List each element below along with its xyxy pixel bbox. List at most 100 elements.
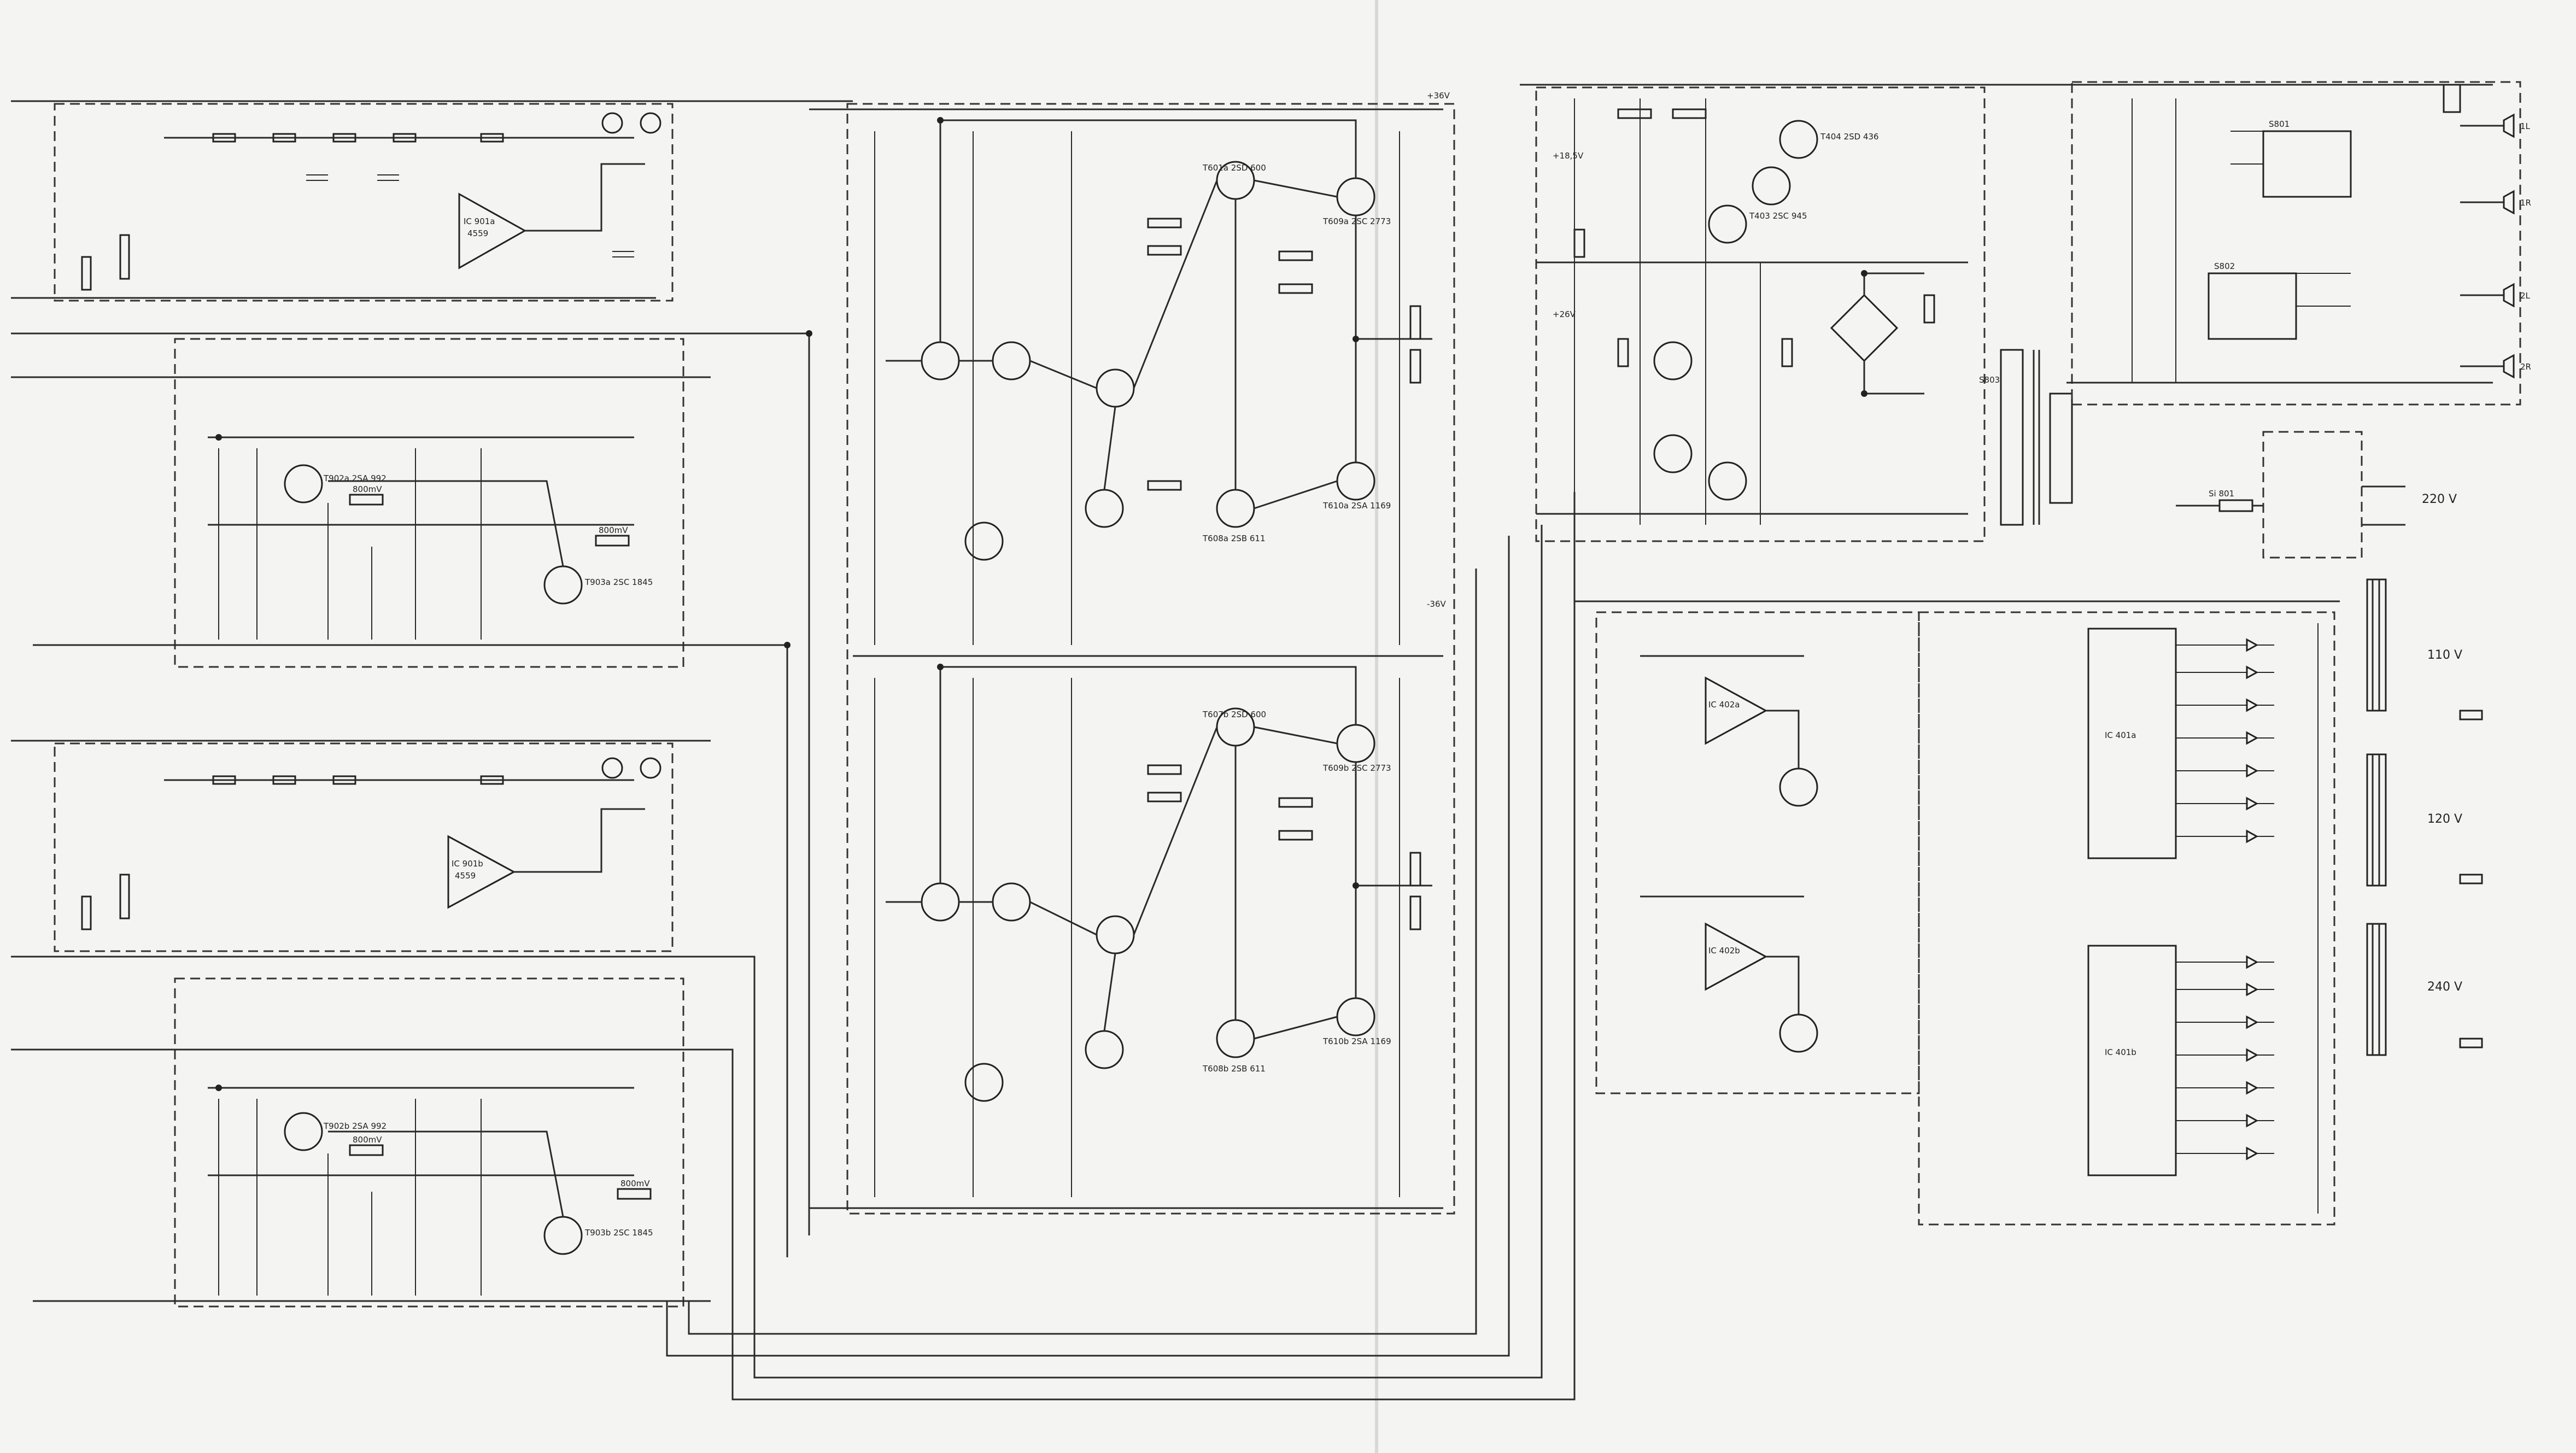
mains-switch: Si 801 220 V xyxy=(2176,431,2457,559)
transistor-icon xyxy=(1336,177,1375,216)
opamp-icon xyxy=(1705,922,1768,991)
ic401a-chip xyxy=(2087,628,2177,859)
svg-text:240 V: 240 V xyxy=(2427,980,2462,994)
transistor-icon xyxy=(921,341,960,380)
svg-text:800mV: 800mV xyxy=(599,525,628,535)
jack-icon xyxy=(601,112,623,134)
svg-text:+18,5V: +18,5V xyxy=(1553,151,1584,161)
svg-text:S803: S803 xyxy=(1979,375,2000,385)
svg-text:1L: 1L xyxy=(2520,121,2531,131)
transistor-icon xyxy=(543,1216,583,1255)
svg-text:T608b 2SB 611: T608b 2SB 611 xyxy=(1202,1064,1266,1074)
svg-text:T610b 2SA 1169: T610b 2SA 1169 xyxy=(1322,1036,1391,1046)
svg-text:T608a 2SB 611: T608a 2SB 611 xyxy=(1202,534,1266,543)
svg-text:T607b 2SD 600: T607b 2SD 600 xyxy=(1202,710,1266,719)
speaker-output-2l: 2L xyxy=(2503,283,2531,308)
svg-text:T902b 2SA 992: T902b 2SA 992 xyxy=(323,1121,387,1131)
svg-text:-36V: -36V xyxy=(1427,599,1446,609)
transistor-icon xyxy=(284,464,323,503)
svg-text:T601a 2SD 600: T601a 2SD 600 xyxy=(1202,163,1266,173)
svg-text:T610a 2SA 1169: T610a 2SA 1169 xyxy=(1322,501,1391,511)
power-supply: T404 2SD 436 T403 2SC 945 +26V +18,5V xyxy=(1520,84,2066,542)
svg-text:IC 901b: IC 901b xyxy=(452,859,483,869)
junction-dots xyxy=(215,117,1867,1091)
svg-text:T403 2SC 945: T403 2SC 945 xyxy=(1749,211,1807,221)
transformer-120v-icon xyxy=(2366,753,2387,887)
transistor-icon xyxy=(1779,767,1818,807)
interconnect-wires xyxy=(666,332,1576,1401)
transformer-110v-icon xyxy=(2366,578,2387,712)
speaker-output-1l: 1L xyxy=(2503,113,2531,138)
svg-text:4559: 4559 xyxy=(467,229,488,238)
transistor-icon xyxy=(1216,489,1255,528)
jack-icon xyxy=(2443,84,2461,113)
svg-text:800mV: 800mV xyxy=(353,484,382,494)
transistor-icon xyxy=(1708,204,1747,244)
svg-text:800mV: 800mV xyxy=(353,1135,382,1145)
svg-text:1R: 1R xyxy=(2520,198,2531,208)
opamp-icon xyxy=(1705,676,1768,745)
transistor-icon xyxy=(992,882,1031,922)
transistor-icon xyxy=(1216,1019,1255,1058)
transistor-icon xyxy=(1779,120,1818,159)
transistor-icon xyxy=(543,565,583,605)
bridge-rectifier-icon xyxy=(1830,294,1899,362)
svg-text:+36V: +36V xyxy=(1427,91,1450,101)
svg-text:IC 901a: IC 901a xyxy=(464,216,495,226)
transformer-icon: S803 xyxy=(1979,349,2073,526)
svg-text:120 V: 120 V xyxy=(2427,812,2462,826)
jack-icon xyxy=(640,757,661,779)
transistor-icon xyxy=(1779,1013,1818,1053)
level-meter: IC 402a IC 402b IC 401a IC 401b xyxy=(1574,600,2340,1226)
transistor-icon xyxy=(1085,489,1124,528)
jack-icon xyxy=(601,757,623,779)
transistor-icon xyxy=(992,341,1031,380)
speaker-output-1r: 1R xyxy=(2503,190,2531,215)
svg-text:2L: 2L xyxy=(2520,291,2531,301)
transistor-icon xyxy=(964,522,1004,561)
svg-text:220 V: 220 V xyxy=(2422,493,2457,506)
svg-text:IC 402a: IC 402a xyxy=(1708,700,1740,710)
opamp-icon xyxy=(447,835,516,909)
transistor-icon xyxy=(1336,997,1375,1036)
svg-text:2R: 2R xyxy=(2520,362,2531,372)
transistor-icon xyxy=(1653,341,1693,380)
svg-text:IC 402b: IC 402b xyxy=(1708,946,1740,956)
transistor-icon xyxy=(284,1112,323,1151)
preamp-channel-b: IC 901b 4559 T902b 2SA 992 T903b 2SC 184… xyxy=(11,740,711,1308)
svg-text:+26V: +26V xyxy=(1553,309,1576,319)
svg-text:800mV: 800mV xyxy=(620,1179,650,1188)
transistor-icon xyxy=(1752,166,1791,206)
svg-text:S801: S801 xyxy=(2269,119,2290,129)
transistor-icon xyxy=(1085,1030,1124,1069)
speaker-output-2r: 2R xyxy=(2503,354,2531,379)
power-amplifier: T601a 2SD 600 T609a 2SC 2773 T610a 2SA 1… xyxy=(809,91,1455,1215)
svg-text:Si 801: Si 801 xyxy=(2209,489,2234,499)
transistor-icon xyxy=(1096,915,1135,954)
transistor-icon xyxy=(1653,434,1693,473)
svg-text:T903a 2SC 1845: T903a 2SC 1845 xyxy=(584,577,653,587)
svg-text:T609b 2SC 2773: T609b 2SC 2773 xyxy=(1322,763,1391,773)
speaker-switching: S801 S802 1L 1R 2L 2R xyxy=(2066,81,2531,406)
transistor-icon xyxy=(964,1063,1004,1102)
svg-text:IC 401a: IC 401a xyxy=(2105,730,2136,740)
transistor-icon xyxy=(1336,724,1375,763)
svg-text:T609a 2SC 2773: T609a 2SC 2773 xyxy=(1322,216,1391,226)
svg-text:4559: 4559 xyxy=(455,871,476,881)
transformer-240v-icon xyxy=(2366,923,2387,1056)
svg-text:T903b 2SC 1845: T903b 2SC 1845 xyxy=(584,1228,653,1238)
svg-text:110 V: 110 V xyxy=(2427,648,2462,662)
opamp-icon xyxy=(458,192,527,269)
svg-text:T404 2SD 436: T404 2SD 436 xyxy=(1820,132,1879,142)
transistor-icon xyxy=(921,882,960,922)
jack-icon xyxy=(640,112,661,134)
svg-text:IC 401b: IC 401b xyxy=(2105,1047,2136,1057)
preamp-channel-a: IC 901a 4559 T902a 2SA 992 T903a 2SC 184… xyxy=(11,100,853,668)
voltage-variants: 110 V 120 V 240 V xyxy=(2366,578,2483,1056)
svg-text:S802: S802 xyxy=(2214,261,2235,271)
transistor-icon xyxy=(1096,368,1135,408)
transistor-icon xyxy=(1708,461,1747,501)
ic401b-chip xyxy=(2087,945,2177,1176)
transistor-icon xyxy=(1336,461,1375,501)
